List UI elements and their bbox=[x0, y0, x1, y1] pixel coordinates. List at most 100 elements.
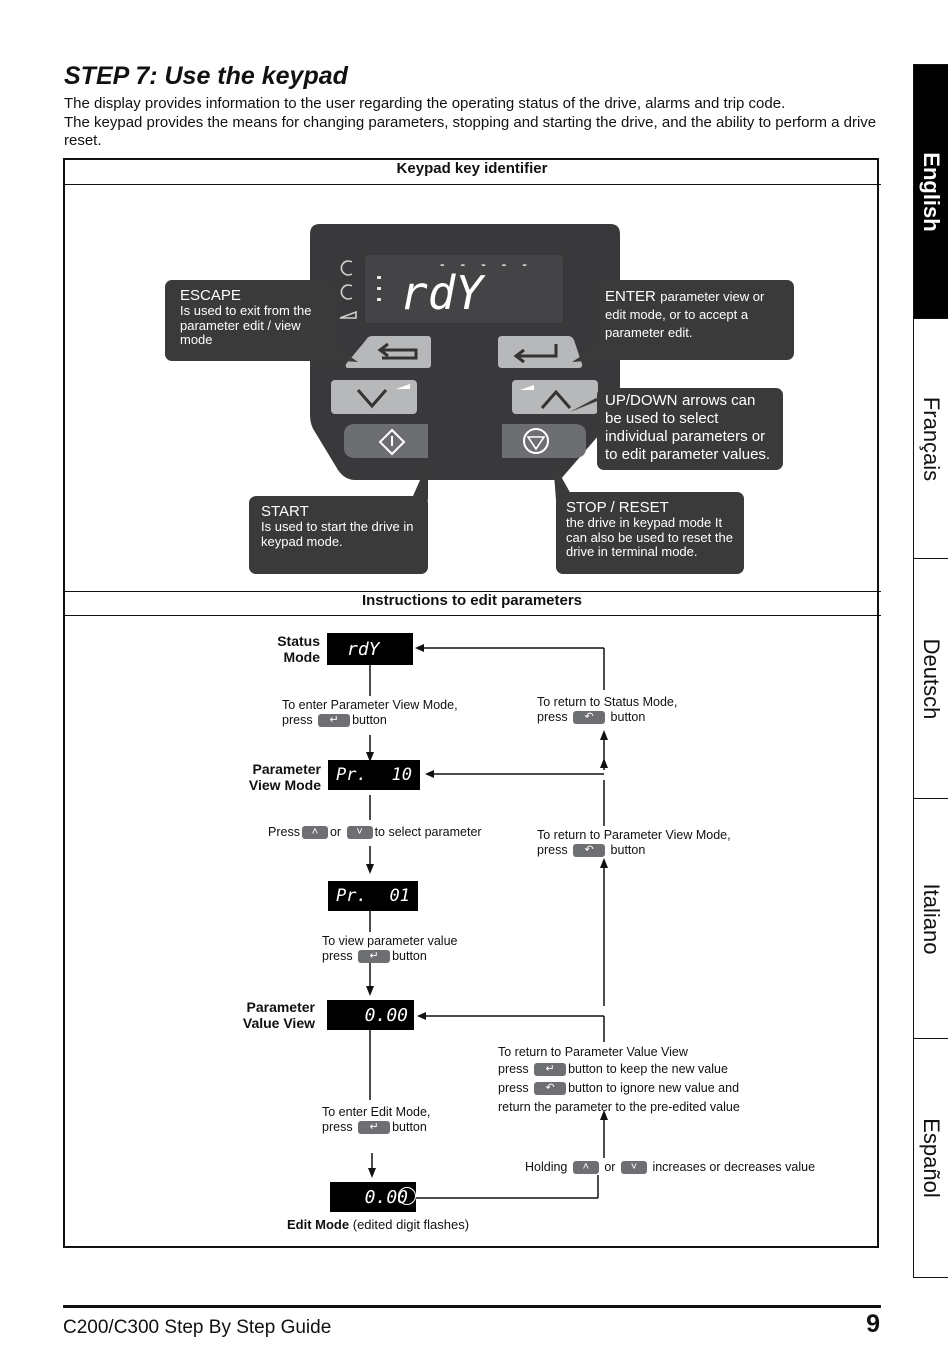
press-word: press bbox=[498, 1062, 529, 1076]
display-dashes: - - - - - bbox=[440, 256, 533, 272]
content-frame bbox=[63, 158, 879, 1248]
footer-rule bbox=[63, 1305, 881, 1308]
escape-callout: ESCAPE Is used to exit from the paramete… bbox=[165, 280, 335, 361]
tab-italiano[interactable]: Italiano bbox=[913, 798, 948, 1039]
tab-label: Deutsch bbox=[919, 638, 944, 719]
tab-label: Français bbox=[919, 396, 944, 481]
status-icons bbox=[339, 260, 357, 319]
button-word: button bbox=[610, 710, 646, 724]
pv-display-left: Pr. bbox=[336, 765, 367, 785]
keep-new-line: button to keep the new value bbox=[568, 1062, 728, 1076]
escape-title: ESCAPE bbox=[180, 287, 241, 304]
edit-mode-note: (edited digit flashes) bbox=[352, 1217, 470, 1232]
enter-key-icon: ↵ bbox=[534, 1063, 567, 1077]
keypad-display bbox=[365, 255, 563, 323]
intro-line-2: The keypad provides the means for changi… bbox=[64, 113, 877, 150]
ignore-new-line: button to ignore new value and bbox=[568, 1081, 740, 1095]
enter-key bbox=[498, 336, 583, 368]
enter-key-icon: ↵ bbox=[358, 950, 391, 964]
down-key-icon: ˅ bbox=[620, 1161, 647, 1175]
tab-label: English bbox=[919, 152, 944, 232]
page-number: 9 bbox=[866, 1310, 880, 1338]
press-word: press bbox=[537, 843, 568, 857]
up-key-icon: ˄ bbox=[572, 1161, 599, 1175]
updown-title: UP/DOWN bbox=[605, 392, 678, 409]
press-word: Press bbox=[268, 825, 300, 839]
edit-mode-label: Edit Mode bbox=[287, 1217, 350, 1232]
stop-title: STOP / RESET bbox=[566, 499, 669, 516]
return-status-text: To return to Status Mode, press ↶ button bbox=[537, 695, 677, 725]
enter-key-icon: ↵ bbox=[318, 714, 351, 728]
tab-espanol[interactable]: Español bbox=[913, 1038, 948, 1278]
stop-callout: STOP / RESET the drive in keypad mode It… bbox=[556, 492, 744, 574]
flow-arrowheads bbox=[366, 644, 608, 1178]
button-word: button bbox=[392, 949, 427, 963]
select-param-text: Press˄or ˅to select parameter bbox=[268, 825, 482, 840]
pv2-display-left: Pr. bbox=[336, 886, 367, 906]
keypad-display-text: rdY bbox=[400, 266, 484, 320]
holding-text: Holding ˄ or ˅ increases or decreases va… bbox=[525, 1160, 815, 1175]
edit-mode-caption: Edit Mode (edited digit flashes) bbox=[287, 1217, 469, 1232]
down-key-icon: ˅ bbox=[346, 826, 373, 840]
or-word: or bbox=[329, 825, 342, 839]
view-value-text: To view parameter value press ↵button bbox=[322, 934, 457, 964]
parameter-select-display: Pr. 01 bbox=[328, 881, 418, 911]
parameter-value-view-label: Parameter Value View bbox=[242, 999, 315, 1031]
parameter-value-display: 0.00 bbox=[327, 1000, 414, 1030]
enter-pv-text: To enter Parameter View Mode, press ↵but… bbox=[282, 698, 458, 728]
up-key bbox=[512, 380, 598, 414]
return-pv-text: To return to Parameter View Mode, press … bbox=[537, 828, 731, 858]
tab-label: Español bbox=[919, 1118, 944, 1198]
enter-body: parameter view or edit mode, or to accep… bbox=[605, 289, 765, 340]
press-word: press bbox=[498, 1081, 529, 1095]
return-value-text: To return to Parameter Value View press … bbox=[498, 1045, 740, 1117]
view-value-line: To view parameter value bbox=[322, 934, 458, 948]
parameter-view-display: Pr.10 bbox=[328, 760, 420, 790]
return-pv-line: To return to Parameter View Mode, bbox=[537, 828, 731, 842]
enter-edit-text: To enter Edit Mode, press ↵button bbox=[322, 1105, 430, 1135]
enter-callout: ENTER parameter view or edit mode, or to… bbox=[597, 280, 794, 360]
display-indicator-dots bbox=[377, 276, 381, 301]
status-mode-label: Status Mode bbox=[277, 633, 320, 665]
start-body: Is used to start the drive in keypad mod… bbox=[261, 519, 414, 549]
escape-key-icon: ↶ bbox=[534, 1082, 567, 1096]
press-word: press bbox=[322, 1120, 353, 1134]
enter-key-icon: ↵ bbox=[358, 1121, 391, 1135]
divider bbox=[63, 184, 881, 185]
tab-label: Italiano bbox=[919, 883, 944, 954]
flashing-digit-indicator bbox=[398, 1187, 416, 1205]
intro-line-1: The display provides information to the … bbox=[64, 95, 786, 112]
button-word: button bbox=[392, 1120, 427, 1134]
keypad-section-header: Keypad key identifier bbox=[396, 160, 548, 177]
divider bbox=[63, 591, 881, 592]
press-word: press bbox=[537, 710, 568, 724]
flow-lines bbox=[369, 647, 605, 1199]
page-title: STEP 7: Use the keypad bbox=[64, 62, 348, 90]
instructions-section-header: Instructions to edit parameters bbox=[361, 592, 583, 609]
tab-english[interactable]: English bbox=[913, 64, 948, 320]
start-callout: START Is used to start the drive in keyp… bbox=[249, 496, 428, 574]
button-word: button bbox=[610, 843, 646, 857]
divider bbox=[63, 615, 881, 616]
escape-key bbox=[345, 336, 431, 368]
enter-title: ENTER bbox=[605, 288, 656, 305]
edit-mode-display: 0.00 bbox=[330, 1182, 416, 1212]
updown-body: arrows can be used to select individual … bbox=[605, 392, 771, 463]
pv2-display-right: 01 bbox=[389, 886, 410, 906]
holding-word: Holding bbox=[525, 1160, 568, 1174]
or-word: or bbox=[604, 1160, 616, 1174]
tab-deutsch[interactable]: Deutsch bbox=[913, 558, 948, 799]
enter-pv-line: To enter Parameter View Mode, bbox=[282, 698, 458, 712]
button-word: button bbox=[352, 713, 387, 727]
inc-dec-line: increases or decreases value bbox=[652, 1160, 816, 1174]
return-value-line: To return to Parameter Value View bbox=[498, 1045, 688, 1059]
status-display: rdY bbox=[327, 633, 413, 665]
parameter-view-mode-label: Parameter View Mode bbox=[248, 761, 321, 793]
press-word: press bbox=[282, 713, 313, 727]
return-pre-edited-line: return the parameter to the pre-edited v… bbox=[498, 1100, 740, 1114]
start-key bbox=[344, 424, 428, 458]
tab-francais[interactable]: Français bbox=[913, 318, 948, 559]
press-word: press bbox=[322, 949, 353, 963]
down-key bbox=[331, 380, 417, 414]
